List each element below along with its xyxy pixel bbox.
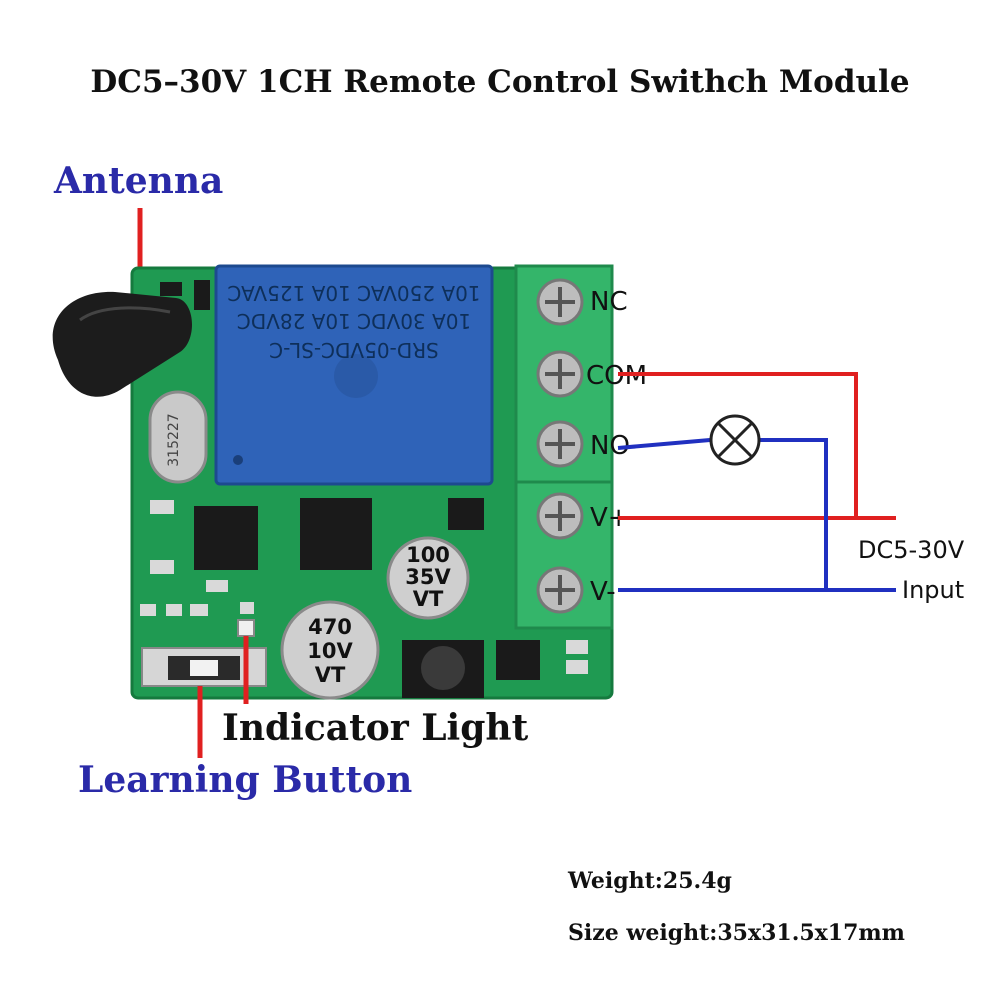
no-wire xyxy=(617,438,711,450)
screw-icon xyxy=(536,566,584,614)
ic-chip-center xyxy=(300,498,372,570)
learning-button-label: Learning Button xyxy=(78,759,412,801)
com-wire xyxy=(618,372,858,518)
cap-large-value: 470 xyxy=(308,615,352,639)
smd-transistor xyxy=(448,498,484,530)
terminal-label-nc: NC xyxy=(590,287,628,317)
smd-resistor xyxy=(150,560,174,574)
relay-model: SRD-05VDC-SL-C xyxy=(269,338,439,362)
capacitor-100uf: 100 35V VT xyxy=(386,536,470,620)
learning-button[interactable] xyxy=(141,647,267,687)
smd-resistor xyxy=(206,580,228,592)
screw-icon xyxy=(536,350,584,398)
crystal-oscillator: 315227 xyxy=(148,390,208,484)
indicator-light-label: Indicator Light xyxy=(222,707,529,749)
lamp-return-wire xyxy=(760,438,828,588)
inductor xyxy=(402,640,484,698)
antenna-label: Antenna xyxy=(53,160,223,202)
cap-large-code: VT xyxy=(315,663,346,687)
weight-spec: Weight:25.4g xyxy=(567,868,732,894)
size-spec: Size weight:35x31.5x17mm xyxy=(568,920,905,946)
smd-resistor xyxy=(150,500,174,514)
ic-chip-left xyxy=(194,506,258,570)
lamp-icon xyxy=(709,414,761,466)
screw-icon xyxy=(536,492,584,540)
crystal-marking: 315227 xyxy=(166,413,182,466)
smd-resistor xyxy=(240,602,254,614)
smd-resistor xyxy=(140,604,156,616)
smd-resistor xyxy=(566,660,588,674)
capacitor-470uf: 470 10V VT xyxy=(280,600,380,700)
smd-regulator xyxy=(496,640,540,680)
smd-resistor xyxy=(166,604,182,616)
relay-rating-2: 10A 250VAC 10A 125VAC xyxy=(227,281,480,305)
smd-resistor xyxy=(190,604,208,616)
relay: SRD-05VDC-SL-C 10A 30VDC 10A 28VDC 10A 2… xyxy=(214,264,494,486)
terminal-label-vminus: V- xyxy=(590,577,616,607)
page-title: DC5–30V 1CH Remote Control Swithch Modul… xyxy=(90,64,909,100)
smd-diode xyxy=(194,280,210,310)
antenna-coil-icon xyxy=(52,291,192,397)
power-voltage-label: DC5-30V xyxy=(858,536,965,564)
screw-icon xyxy=(536,278,584,326)
smd-component xyxy=(160,282,182,296)
cap-small-voltage: 35V xyxy=(405,565,451,589)
relay-rating-1: 10A 30VDC 10A 28VDC xyxy=(237,309,471,333)
cap-small-code: VT xyxy=(413,587,444,611)
smd-resistor xyxy=(566,640,588,654)
screw-icon xyxy=(536,420,584,468)
power-input-label: Input xyxy=(902,576,964,604)
indicator-led xyxy=(237,619,255,637)
cap-small-value: 100 xyxy=(406,543,450,567)
cap-large-voltage: 10V xyxy=(307,639,353,663)
